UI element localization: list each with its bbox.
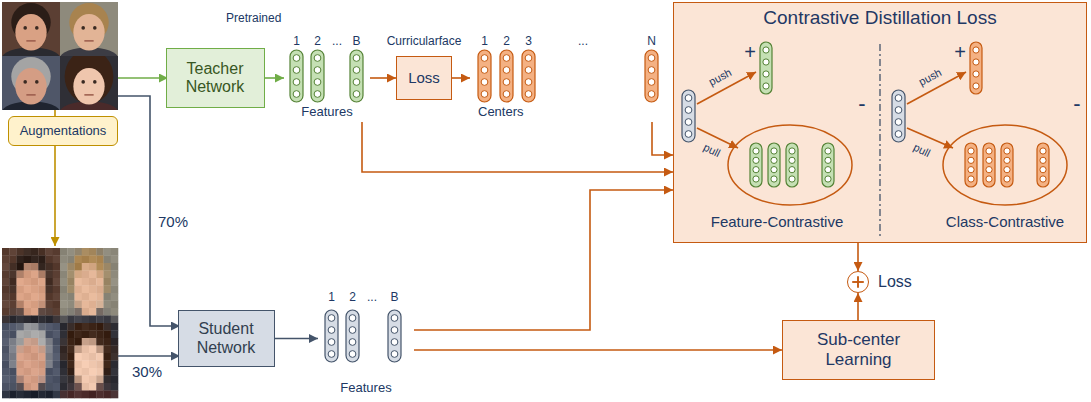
node-text: Teacher Network [173, 60, 258, 97]
index-number: 2 [314, 35, 321, 48]
augmented-face-photo [2, 248, 60, 323]
node-text: Student Network [185, 320, 268, 357]
ellipsis: ... [332, 35, 342, 48]
connector-arrow [857, 243, 859, 271]
student-input-arrow [118, 355, 180, 357]
augment-arrow [54, 140, 56, 246]
face-photo [2, 56, 60, 110]
ratio-label: 70% [158, 214, 188, 231]
node-text: Contrastive Distillation Loss [763, 7, 996, 29]
sign-label: + [744, 41, 756, 63]
embedding-vector [645, 50, 658, 102]
feature-group: Features [284, 36, 370, 122]
embedding-vector [786, 143, 798, 187]
section-divider [879, 44, 880, 236]
augmented-face-photo [60, 248, 118, 323]
embedding-vector [350, 50, 363, 102]
loss-box: Loss [396, 56, 452, 100]
embedding-vector [892, 90, 905, 142]
sign-label: + [954, 41, 966, 63]
embedding-vector [822, 143, 834, 187]
connector-arrow [857, 293, 859, 320]
sum-label: Loss [878, 273, 912, 291]
sub-center-box: Sub-center Learning [782, 320, 935, 380]
negative-set-ellipse [943, 125, 1067, 205]
embedding-vector [522, 50, 535, 102]
index-number: N [647, 35, 656, 48]
ellipsis: ... [367, 291, 377, 304]
embedding-vector [768, 143, 780, 187]
connector-arrow [265, 77, 285, 79]
section-label: Feature-Contrastive [711, 214, 844, 231]
teacher-network-box: Teacher Network [166, 48, 265, 108]
embedding-vector [500, 50, 513, 102]
connector-arrow [414, 349, 782, 351]
centers-group: Centers [470, 36, 666, 122]
teacher-input-arrow [118, 77, 168, 79]
embedding-vector [1001, 143, 1013, 187]
embedding-vector [970, 42, 982, 94]
sign-label: - [858, 92, 865, 116]
augmented-face-photo [60, 323, 118, 398]
student-network-box: Student Network [178, 310, 275, 367]
feature-group: Features [318, 304, 414, 398]
face-photo [60, 56, 118, 110]
node-text: Sub-center Learning [799, 330, 919, 369]
connector-arrow [362, 122, 673, 172]
index-number: 1 [293, 35, 300, 48]
embedding-vector [682, 90, 695, 142]
embedding-vector [1037, 143, 1049, 187]
embedding-vector [983, 143, 995, 187]
distillation-loss-panel: Contrastive Distillation Loss [673, 2, 1087, 243]
student-input-arrow [118, 96, 180, 326]
node-text: Augmentations [20, 124, 107, 139]
embedding-vector [760, 42, 772, 94]
embedding-vector [346, 310, 359, 362]
connector-arrow [414, 190, 673, 330]
node-text: Features [340, 381, 391, 396]
connector-arrow [452, 77, 470, 79]
loss-name: Curricularface [387, 35, 462, 48]
connector-arrow [652, 122, 673, 155]
index-number: 2 [503, 35, 510, 48]
index-number: 1 [328, 291, 335, 304]
node-text: Features [301, 105, 352, 120]
face-photo [2, 2, 60, 56]
node-text: Loss [408, 69, 440, 86]
index-number: 2 [349, 291, 356, 304]
sign-label: - [1073, 92, 1080, 116]
index-number: B [390, 291, 398, 304]
plus-symbol [848, 272, 868, 292]
ellipsis: ... [578, 35, 588, 48]
index-number: 1 [481, 35, 488, 48]
index-number: 3 [525, 35, 532, 48]
annotation-text: Pretrained [226, 12, 281, 25]
panel-background [673, 2, 1087, 243]
sum-node: Loss [847, 271, 869, 293]
augmentations-box: Augmentations [8, 116, 118, 146]
embedding-vector [325, 310, 338, 362]
negative-set-ellipse [728, 125, 852, 205]
embedding-vector [750, 143, 762, 187]
embedding-vector [290, 50, 303, 102]
embedding-vector [388, 310, 401, 362]
embedding-vector [478, 50, 491, 102]
augmented-face-photo [2, 323, 60, 398]
face-photo [60, 2, 118, 56]
connector-arrow [370, 77, 396, 79]
section-label: Class-Contrastive [946, 214, 1064, 231]
embedding-vector [965, 143, 977, 187]
embedding-vector [311, 50, 324, 102]
connector-arrow [275, 338, 319, 340]
ratio-label: 30% [132, 364, 162, 381]
node-text: Centers [478, 105, 524, 120]
index-number: B [352, 35, 360, 48]
